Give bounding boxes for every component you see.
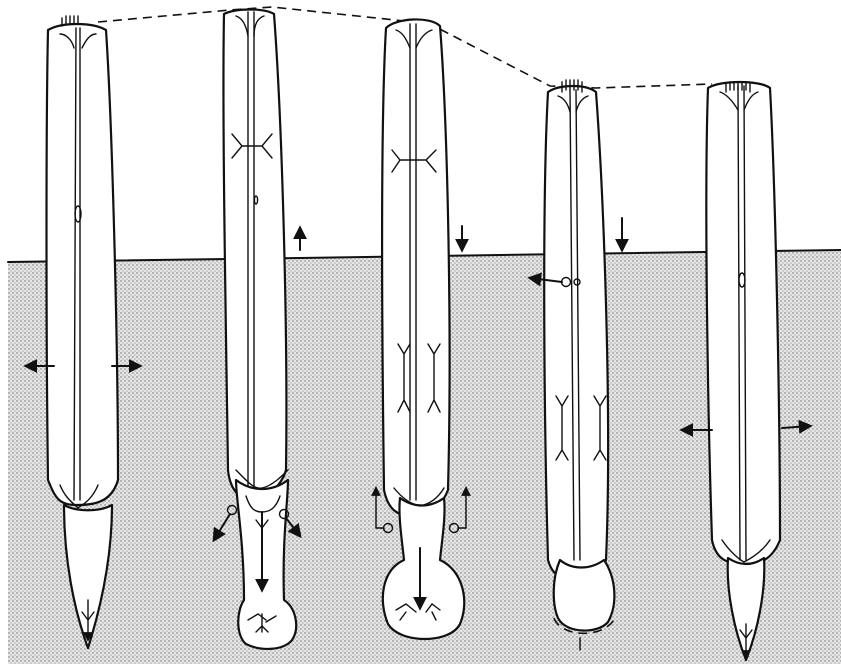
burrowing-bivalve-diagram (0, 0, 841, 664)
diagram-canvas (0, 0, 841, 664)
